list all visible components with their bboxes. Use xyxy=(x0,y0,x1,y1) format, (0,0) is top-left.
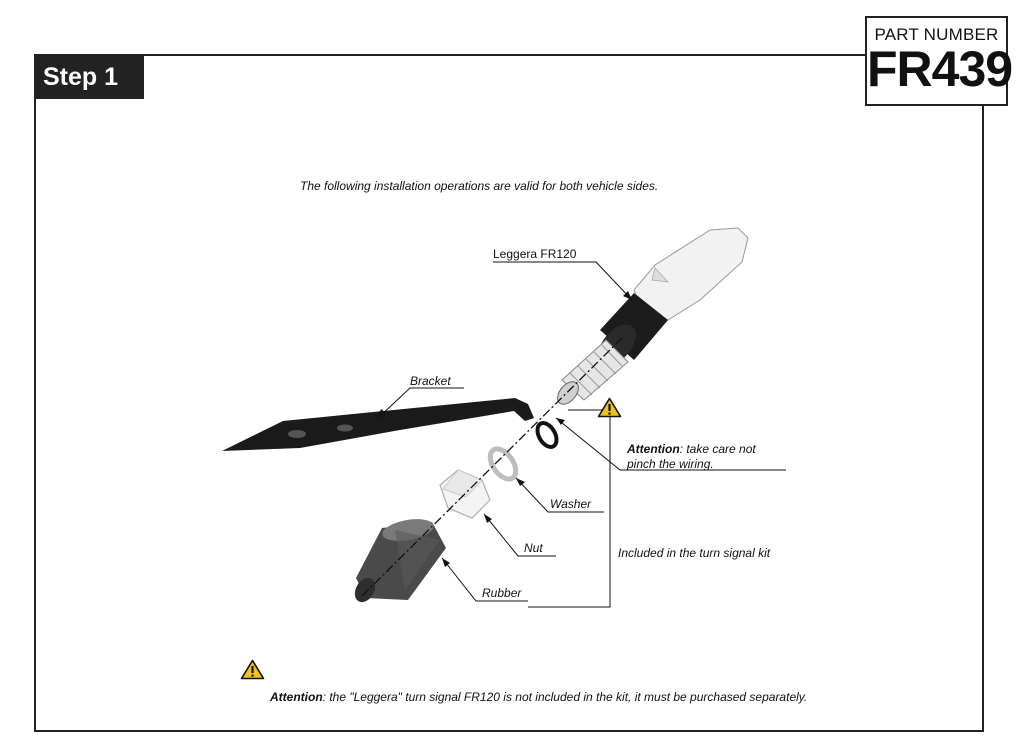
assembly-axis xyxy=(361,337,623,597)
attention-label: Attention xyxy=(270,690,323,704)
warning-icon xyxy=(240,659,265,680)
attention-kit-note: Attention: the "Leggera" turn signal FR1… xyxy=(270,690,830,705)
bracket-shape xyxy=(222,398,534,451)
step-badge: Step 1 xyxy=(34,56,144,99)
callout-kit: Included in the turn signal kit xyxy=(618,546,771,560)
intro-text: The following installation operations ar… xyxy=(300,179,659,193)
mounting-ring xyxy=(535,421,559,449)
callout-rubber: Rubber xyxy=(482,586,522,600)
callout-bracket: Bracket xyxy=(410,374,451,388)
turn-signal-lens xyxy=(633,227,749,321)
attention-wiring-line1: : take care not xyxy=(679,442,756,456)
attention-label: Attention xyxy=(627,442,680,456)
part-number-label: PART NUMBER xyxy=(874,25,999,44)
callout-nut: Nut xyxy=(524,541,543,555)
instruction-frame xyxy=(34,54,984,732)
attention-wiring-line2: pinch the wiring. xyxy=(627,457,714,471)
washer-shape xyxy=(487,446,519,482)
part-number-value: FR439 xyxy=(867,41,1013,97)
attention-wiring-note: Attention: take care not pinch the wirin… xyxy=(627,442,756,472)
threaded-stem xyxy=(557,339,629,405)
part-number-box: PART NUMBER FR439 xyxy=(865,16,1013,106)
callout-leggera-fr120: Leggera FR120 xyxy=(493,247,577,261)
callout-washer: Washer xyxy=(550,497,592,511)
attention-kit-text: : the "Leggera" turn signal FR120 is not… xyxy=(322,690,808,704)
warning-icon xyxy=(597,397,622,418)
